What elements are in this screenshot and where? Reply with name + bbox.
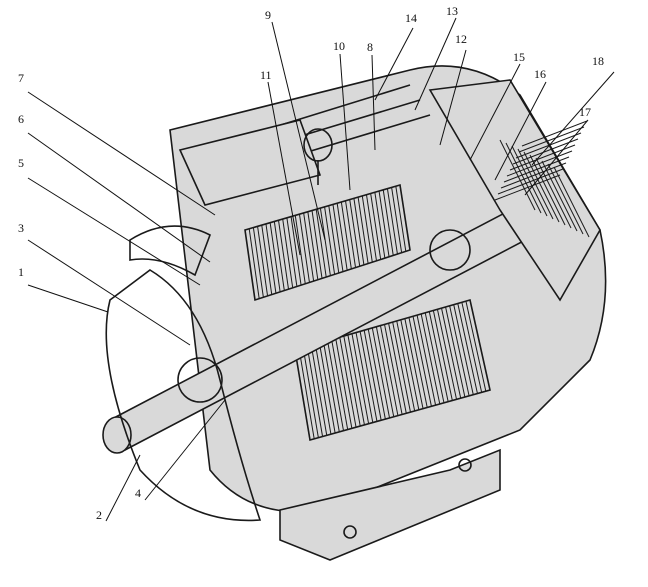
front-bearing bbox=[177, 357, 223, 403]
label-3: 3 bbox=[18, 221, 24, 235]
label-12: 12 bbox=[455, 32, 467, 46]
label-10: 10 bbox=[333, 39, 345, 53]
leader-lines bbox=[27, 17, 615, 522]
label-8: 8 bbox=[367, 40, 373, 54]
rear-bearing bbox=[429, 229, 471, 271]
label-17: 17 bbox=[579, 105, 591, 119]
label-1: 1 bbox=[18, 265, 24, 279]
label-6: 6 bbox=[18, 112, 24, 126]
front-end-shield bbox=[105, 269, 262, 522]
terminal-box bbox=[178, 119, 322, 206]
mounting-foot bbox=[279, 448, 501, 561]
label-5: 5 bbox=[18, 156, 24, 170]
label-2: 2 bbox=[96, 508, 102, 522]
label-14: 14 bbox=[405, 11, 417, 25]
stator-lamination-lines bbox=[244, 184, 411, 301]
fan bbox=[129, 225, 212, 277]
label-11: 11 bbox=[260, 68, 272, 82]
label-16: 16 bbox=[534, 67, 546, 81]
fan-cover bbox=[428, 79, 601, 302]
label-7: 7 bbox=[18, 71, 24, 85]
label-9: 9 bbox=[265, 8, 271, 22]
label-4: 4 bbox=[135, 486, 141, 500]
label-13: 13 bbox=[446, 4, 458, 18]
label-18: 18 bbox=[592, 54, 604, 68]
rotor-lamination-lines bbox=[294, 299, 491, 441]
fan-cover-mesh bbox=[494, 120, 590, 238]
label-15: 15 bbox=[513, 50, 525, 64]
